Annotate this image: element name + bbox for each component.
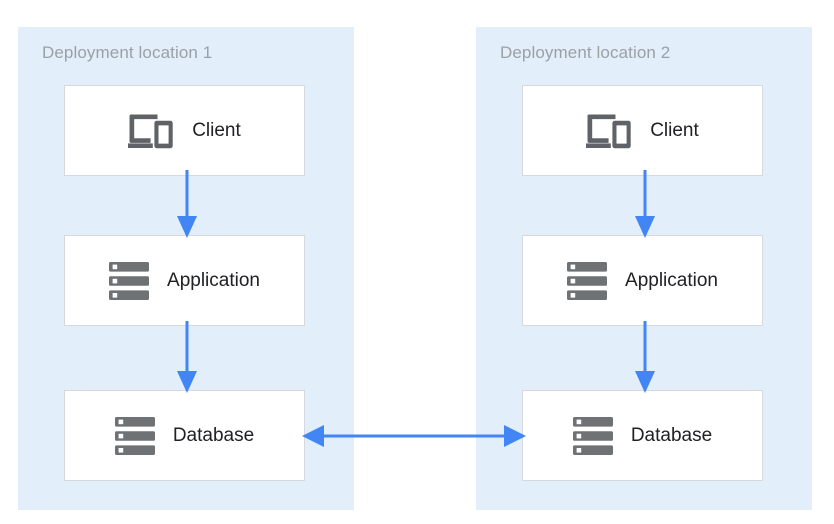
zone-1-title: Deployment location 1 xyxy=(42,43,213,62)
node-database-2-label: Database xyxy=(630,424,713,446)
connector-client-2-to-application-2 xyxy=(635,170,655,238)
node-database-1-label: Database xyxy=(172,424,255,446)
devices-icon xyxy=(128,114,173,148)
node-client-1-label: Client xyxy=(192,119,241,141)
zone-2-title: Deployment location 2 xyxy=(500,43,671,62)
node-client-2-label: Client xyxy=(650,119,699,141)
server-rack-icon xyxy=(109,261,150,300)
node-application-2-label: Application xyxy=(625,269,718,291)
node-application-2[interactable]: Application xyxy=(522,235,763,326)
server-rack-icon xyxy=(567,261,608,300)
connector-client-1-to-application-1 xyxy=(177,170,197,238)
node-client-2[interactable]: Client xyxy=(522,85,763,176)
connector-application-1-to-database-1 xyxy=(177,321,197,393)
connector-database-1-to-database-2-bidirectional xyxy=(302,425,526,447)
server-rack-icon xyxy=(114,416,155,455)
connector-application-2-to-database-2 xyxy=(635,321,655,393)
node-database-1[interactable]: Database xyxy=(64,390,305,481)
node-database-2[interactable]: Database xyxy=(522,390,763,481)
devices-icon xyxy=(586,114,631,148)
node-client-1[interactable]: Client xyxy=(64,85,305,176)
server-rack-icon xyxy=(572,416,613,455)
node-application-1[interactable]: Application xyxy=(64,235,305,326)
node-application-1-label: Application xyxy=(167,269,260,291)
